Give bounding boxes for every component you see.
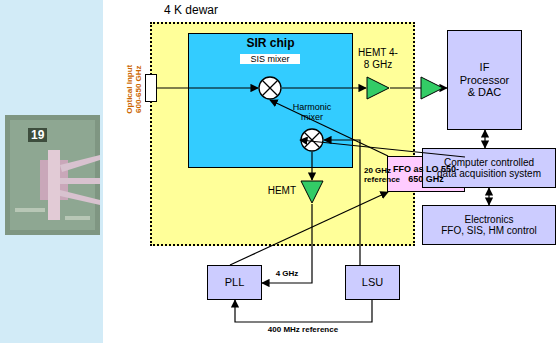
mixer-cross: [304, 132, 320, 148]
edge-label-anchor: 400 MHz reference: [248, 325, 358, 334]
node-body: FFO, SIS, HM control: [441, 225, 537, 237]
mixer-circle: [301, 129, 323, 151]
process-box: LSU: [345, 265, 400, 300]
amplifier-triangle: [367, 77, 389, 99]
chip-photo-mark: [65, 216, 90, 220]
signal-connector: [262, 204, 312, 283]
mixer-circle: [259, 77, 281, 99]
node-label: HEMT 4-8 GHz: [357, 47, 399, 70]
amplifier-symbol: [421, 77, 443, 99]
edge-label-anchor: 4 GHz: [266, 269, 308, 278]
signal-connector: [488, 188, 489, 205]
signal-connector: [235, 300, 372, 322]
chip-box: SIR chipSIS mixerHarmonic mixerFFO as LO…: [188, 33, 353, 168]
signal-connector: [157, 87, 258, 88]
amplifier-symbol: HEMT 4-8 GHz: [366, 76, 390, 100]
mixer-symbol: [300, 128, 324, 152]
photo-label: 19: [28, 128, 47, 142]
node-label: PLL: [225, 276, 245, 289]
chip-photo-strip: [48, 150, 60, 220]
dewar-region: 4 K dewarOptical Input 600-650 GHzSIR ch…: [150, 22, 415, 246]
signal-connector: [300, 140, 465, 157]
amplifier-symbol: [366, 76, 390, 100]
signal-connector: [282, 87, 366, 88]
node-label: Harmonic mixer: [290, 102, 334, 123]
box-content: IF Processor & DAC: [448, 31, 521, 129]
node-label: SIR chip: [189, 37, 352, 51]
chip-photo-line: [60, 155, 100, 172]
label-anchor: 19: [28, 128, 47, 142]
node-label: Computer controlled data acquisition sys…: [435, 157, 543, 180]
box-content: LSU: [346, 266, 399, 299]
signal-connector: [311, 152, 312, 180]
signal-connector: [390, 87, 447, 88]
box-content: ElectronicsFFO, SIS, HM control: [423, 206, 555, 244]
signal-label: 20 GHz reference: [364, 166, 410, 184]
chip-photo: [5, 115, 100, 235]
node-label: 4 K dewar: [164, 4, 254, 18]
mixer-symbol: [258, 76, 282, 100]
process-box: IF Processor & DAC: [447, 30, 522, 130]
process-box: PLL: [207, 265, 262, 300]
amplifier-symbol: HEMT: [300, 180, 324, 204]
node-label: SIS mixer: [240, 54, 300, 64]
chip-photo-line: [60, 190, 100, 205]
node-label: IF Processor & DAC: [459, 61, 511, 99]
signal-connector: [270, 100, 388, 156]
mixer-symbol: SIS mixer: [258, 76, 282, 100]
amplifier-triangle: [301, 181, 323, 203]
mixer-cross: [262, 80, 278, 96]
process-box: ElectronicsFFO, SIS, HM control: [422, 205, 556, 245]
signal-label: 4 GHz: [266, 269, 308, 278]
node-label: Electronics: [465, 214, 514, 226]
signal-connector: [484, 130, 485, 148]
side-panel: [0, 0, 103, 343]
mixer-symbol: Harmonic mixer: [300, 128, 324, 152]
signal-label: 400 MHz reference: [248, 325, 358, 334]
chip-photo-substrate: [10, 120, 95, 230]
node-label: HEMT: [262, 185, 296, 197]
node-label: LSU: [362, 276, 383, 289]
box-content: PLL: [208, 266, 261, 299]
amplifier-symbol: [300, 180, 324, 204]
node-label: Optical Input 600-650 GHz: [125, 59, 143, 119]
signal-connector: [324, 140, 360, 265]
chip-photo-line: [60, 178, 100, 184]
edge-label-anchor: 20 GHz reference: [364, 166, 410, 184]
signal-connector: [230, 192, 388, 265]
optical-window: Optical Input 600-650 GHz: [145, 74, 157, 102]
chip-photo-mark: [15, 208, 45, 212]
